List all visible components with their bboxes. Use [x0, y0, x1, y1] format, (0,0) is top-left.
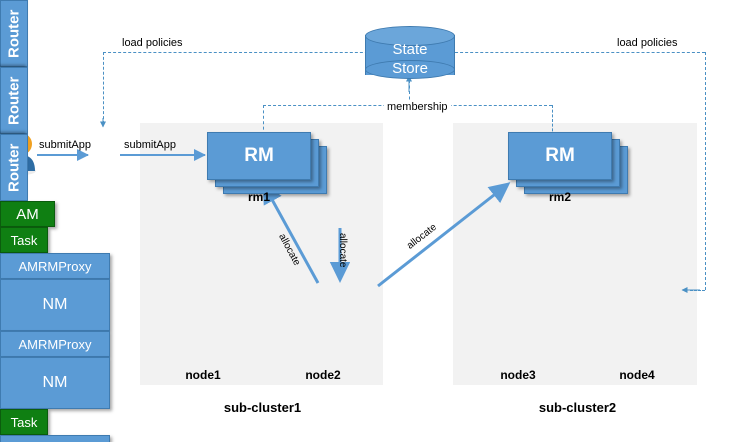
state-store-line1: State: [392, 41, 428, 58]
node1-nm[interactable]: NM: [0, 279, 110, 331]
router-1[interactable]: Router: [0, 0, 28, 67]
node2-amrmproxy[interactable]: AMRMProxy: [0, 331, 110, 357]
state-store: State Store: [365, 26, 455, 84]
membership-left-vertical: [263, 105, 264, 135]
rm1-label: RM: [244, 145, 274, 166]
rm2-caption: rm2: [548, 190, 571, 204]
load-policies-left-horizontal: [103, 52, 378, 53]
submitapp-user-label: submitApp: [39, 139, 91, 151]
node3-amrmproxy[interactable]: AMRMProxy: [0, 435, 110, 442]
rm2-label: RM: [545, 145, 575, 166]
node2-caption: node2: [305, 368, 341, 382]
am-label: AM: [16, 205, 39, 223]
subcluster2-label: sub-cluster2: [538, 400, 617, 415]
node4-caption: node4: [619, 368, 655, 382]
rm1-layer-1: RM: [207, 132, 311, 180]
router-3[interactable]: Router: [0, 134, 28, 201]
node1-task[interactable]: Task: [0, 227, 48, 253]
load-policies-left-label: load policies: [122, 37, 183, 49]
node1-amrmproxy[interactable]: AMRMProxy: [0, 253, 110, 279]
node1-nm-label: NM: [42, 296, 68, 313]
membership-label: membership: [384, 101, 451, 113]
router-2-label: Router: [5, 76, 23, 125]
allocate-node2-rm2-label: allocate: [405, 221, 439, 252]
router-2[interactable]: Router: [0, 67, 28, 134]
node3-task[interactable]: Task: [0, 409, 48, 435]
node2-amrmproxy-label: AMRMProxy: [18, 336, 92, 352]
load-policies-right-label: load policies: [617, 37, 678, 49]
submitapp-router-label: submitApp: [124, 139, 176, 151]
node2-nm[interactable]: NM: [0, 357, 110, 409]
node1-amrmproxy-label: AMRMProxy: [18, 258, 92, 274]
node3-caption: node3: [500, 368, 536, 382]
rm1-caption: rm1: [247, 190, 270, 204]
load-policies-right-vertical: [705, 52, 706, 290]
membership-right-vertical: [552, 105, 553, 136]
node1-task-label: Task: [10, 232, 38, 248]
state-store-label: State Store: [365, 40, 455, 78]
rm1-stack[interactable]: RM: [207, 132, 327, 194]
router-1-label: Router: [5, 9, 23, 58]
load-policies-right-into-proxy: [690, 290, 705, 291]
am-box[interactable]: AM: [0, 201, 55, 227]
node1-caption: node1: [185, 368, 221, 382]
node3-amrmproxy-label: AMRMProxy: [19, 441, 92, 442]
state-store-line2: Store: [392, 60, 428, 77]
allocate-am-proxy-label: allocate: [337, 233, 348, 268]
membership-to-store-vertical: [409, 80, 410, 105]
node2-nm-label: NM: [42, 374, 68, 391]
subcluster1-label: sub-cluster1: [223, 400, 302, 415]
rm2-stack[interactable]: RM: [508, 132, 628, 194]
node3-task-label: Task: [10, 414, 38, 430]
load-policies-left-vertical: [103, 52, 104, 124]
router-3-label: Router: [5, 143, 23, 192]
rm2-layer-1: RM: [508, 132, 612, 180]
load-policies-right-horizontal: [450, 52, 705, 53]
